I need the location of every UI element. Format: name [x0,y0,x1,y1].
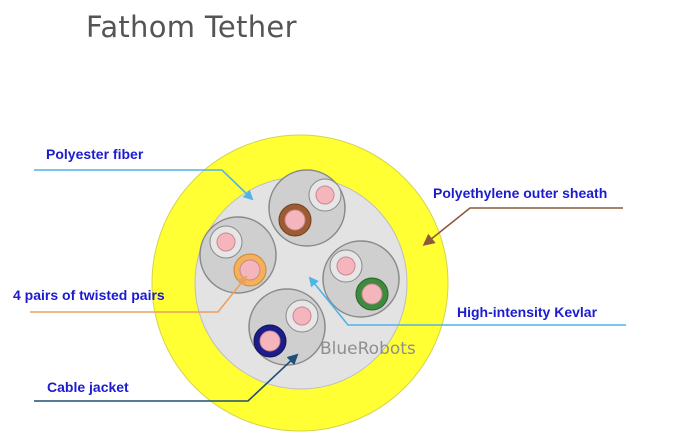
label-polyester-fiber: Polyester fiber [46,146,144,162]
twisted-pairs-leader [30,275,248,313]
outer-sheath-leader [422,207,623,246]
label-kevlar: High-intensity Kevlar [457,304,598,320]
label-outer-sheath: Polyethylene outer sheath [433,185,607,201]
watermark-text: BlueRobots [320,339,416,359]
twisted-pair-bottom [248,288,326,366]
label-twisted-pairs: 4 pairs of twisted pairs [13,287,165,303]
kevlar-leader [308,276,626,326]
twisted-pair-top [268,169,346,247]
page-title: Fathom Tether [86,10,297,44]
twisted-pair-left [199,216,277,294]
twisted-pair-right [322,240,400,318]
cable-jacket-leader [34,353,299,402]
label-cable-jacket: Cable jacket [47,379,129,395]
polyester-fiber-leader [34,169,254,201]
